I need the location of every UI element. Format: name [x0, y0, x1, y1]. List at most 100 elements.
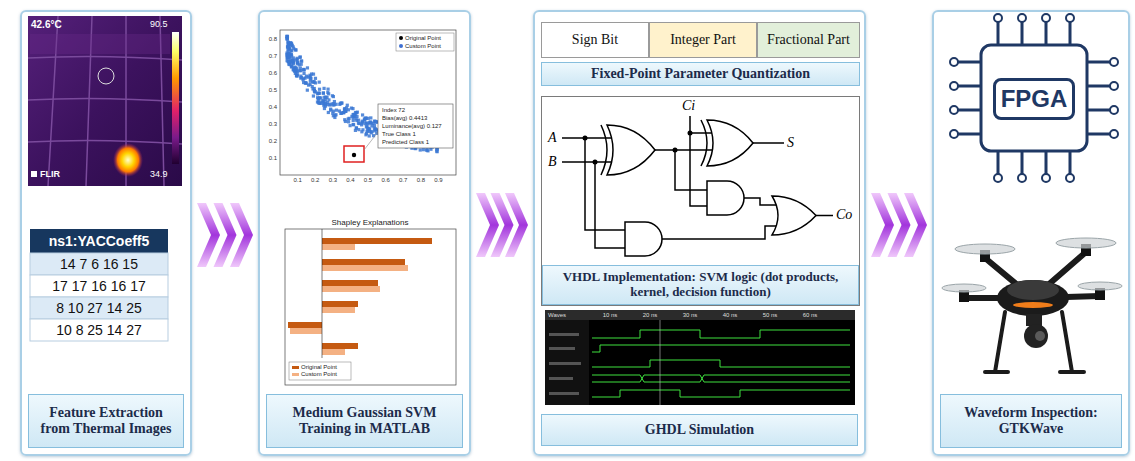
scatter-point [286, 46, 289, 49]
scatter-point [286, 41, 289, 44]
waveform-viewer [592, 345, 850, 352]
fpga-chip-icon [950, 14, 1118, 182]
scatter-point [352, 123, 355, 126]
waveform-viewer [592, 330, 850, 338]
shapley-chart [322, 238, 432, 244]
scatter-point [364, 116, 367, 119]
scatter-point [295, 74, 298, 77]
shapley-chart [322, 259, 405, 265]
scatter-point [290, 65, 293, 68]
axis-tick: 0.7 [399, 177, 407, 183]
drone-illustration [1056, 238, 1116, 248]
full-adder-circuit [593, 160, 598, 165]
scatter-point [326, 88, 329, 91]
waveform-viewer [592, 375, 850, 382]
waveform-viewer [549, 377, 573, 380]
legend-text: Original Point [301, 364, 337, 370]
fpga-chip-icon [1042, 14, 1050, 22]
table-cell: 14 7 6 16 15 [60, 257, 138, 271]
fpga-chip-icon [1066, 14, 1074, 22]
scatter-point [286, 49, 289, 52]
stage-panel: Waveform Inspection: GTKWaveFPGA [932, 10, 1130, 456]
scatter-point [317, 92, 320, 95]
full-adder-circuit [583, 136, 588, 141]
scatter-point [339, 112, 342, 115]
table-cell: 8 10 27 14 25 [56, 301, 142, 315]
scatter-point [302, 72, 305, 75]
scatter-point [318, 102, 321, 105]
fpga-chip-icon [1110, 130, 1118, 138]
waveform-viewer [592, 330, 850, 397]
waveform-viewer [549, 333, 581, 395]
flow-chevron-part [214, 203, 237, 267]
caption-text: GHDL Simulation [645, 422, 754, 438]
scatter-point [425, 149, 428, 152]
axis-tick: 0.2 [311, 177, 319, 183]
bit-field: Sign Bit [541, 22, 649, 58]
signal-name: B [548, 155, 557, 169]
flow-chevron [476, 193, 528, 257]
thermal-image [113, 143, 143, 177]
scatter-point [368, 130, 371, 133]
thermal-image [28, 16, 182, 186]
caption-band: Medium Gaussian SVM Training in MATLAB [266, 394, 463, 448]
scatter-point [291, 59, 294, 62]
flow-chevron-part [904, 193, 927, 257]
scatter-point [294, 65, 297, 68]
shapley-chart [288, 322, 322, 328]
scatter-point [331, 94, 334, 97]
full-adder-circuit [707, 120, 753, 166]
scatter-point [294, 48, 297, 51]
scatter-point [323, 107, 326, 110]
scatter-point [352, 119, 355, 122]
caption-text: VHDL Implementation: SVM logic (dot prod… [549, 270, 852, 300]
thermal-image [98, 68, 114, 84]
scatter-point [328, 103, 331, 106]
caption-band: Waveform Inspection: GTKWave [940, 394, 1122, 448]
fpga-chip-icon [1042, 174, 1050, 182]
scatter-point [343, 109, 346, 112]
shapley-chart [322, 349, 345, 355]
datatip-line: Index 72 [382, 107, 405, 113]
scatter-point [353, 115, 356, 118]
table-header: ns1:YACCoeff5 [49, 234, 150, 248]
scatter-point [298, 56, 301, 59]
scatter-point [373, 124, 376, 127]
scatter-point [316, 96, 319, 99]
scatter-point [329, 103, 332, 106]
scatter-point [295, 59, 298, 62]
scatter-point [419, 148, 422, 151]
feature-table [30, 253, 168, 275]
scatter-point [312, 80, 315, 83]
scatter-point [290, 43, 293, 46]
axis-tick: 0.5 [269, 87, 277, 93]
scatter-point [364, 133, 367, 136]
waveform-viewer [545, 310, 855, 405]
scatter-point [322, 92, 325, 95]
waveform-viewer [545, 310, 855, 320]
scatter-point [340, 102, 343, 105]
drone-illustration [1035, 331, 1045, 341]
fpga-chip-icon [958, 62, 981, 134]
scatter-point [349, 124, 352, 127]
scatter-plot [344, 146, 364, 162]
thermal-image [31, 171, 37, 177]
drone-illustration [942, 238, 1122, 372]
circuit-panel: VHDL Implementation: SVM logic (dot prod… [541, 96, 860, 306]
band-label: Fixed-Point Parameter Quantization [591, 66, 810, 82]
scatter-point [306, 89, 309, 92]
section-band: Fixed-Point Parameter Quantization [541, 62, 860, 86]
full-adder-circuit [607, 125, 655, 175]
bit-field: Integer Part [649, 22, 757, 58]
scatter-point [357, 122, 360, 125]
scatter-point [295, 74, 298, 77]
fpga-chip-icon [950, 82, 958, 90]
axis-tick: 0.6 [269, 70, 277, 76]
scatter-point [302, 68, 305, 71]
fpga-chip-icon [998, 22, 1070, 45]
axis-tick: 0.8 [417, 177, 425, 183]
axis-tick: 0.3 [329, 177, 337, 183]
scatter-point [318, 92, 321, 95]
scatter-point [309, 77, 312, 80]
flow-chevron-part [197, 203, 220, 267]
